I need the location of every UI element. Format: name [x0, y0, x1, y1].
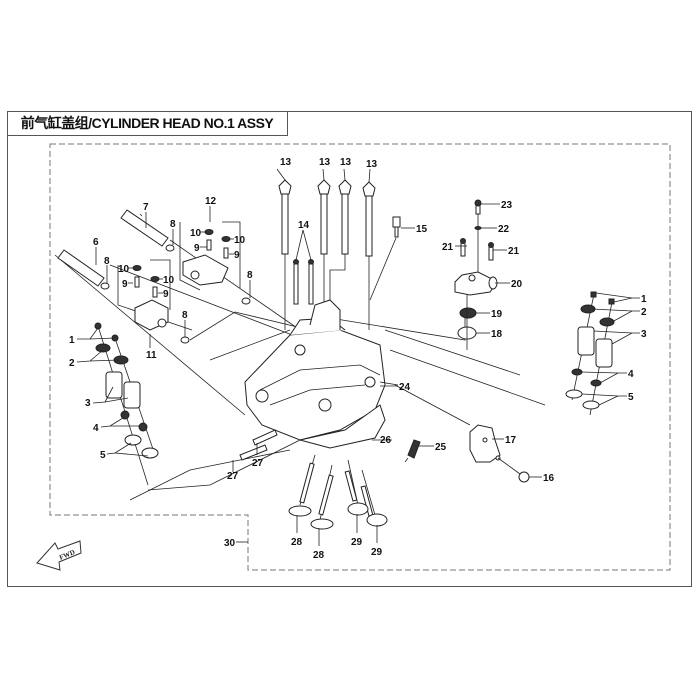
bolts-14	[293, 259, 314, 305]
callout-22: 22	[498, 224, 510, 235]
bracket-17	[469, 424, 501, 463]
callout-29: 29	[351, 537, 363, 548]
callout-30: 30	[224, 538, 236, 549]
callout-24: 24	[399, 382, 411, 393]
callout-9: 9	[194, 243, 200, 254]
callout-5-right: 5	[628, 392, 634, 403]
callout-1-left: 1	[69, 335, 75, 346]
bolts-21	[460, 238, 494, 261]
callout-25: 25	[435, 442, 447, 453]
bolt-16	[497, 457, 530, 483]
washer-8	[241, 297, 251, 305]
callout-8: 8	[182, 310, 188, 321]
callout-7: 7	[143, 202, 149, 213]
callout-21: 21	[442, 242, 454, 253]
rocker-arm-11	[134, 299, 169, 331]
diagram-title: 前气缸盖组/CYLINDER HEAD NO.1 ASSY	[7, 111, 288, 136]
callout-10: 10	[190, 228, 202, 239]
washer-8	[100, 282, 110, 290]
callout-10: 10	[163, 275, 175, 286]
callout-18: 18	[491, 329, 503, 340]
thermostat-housing-20	[454, 271, 498, 296]
head-bolts-13	[278, 179, 376, 330]
callout-2-left: 2	[69, 358, 75, 369]
callout-1-right: 1	[641, 294, 647, 305]
callout-2-right: 2	[641, 307, 647, 318]
callout-23: 23	[501, 200, 513, 211]
callout-4-left: 4	[93, 423, 99, 434]
callout-labels: 1 2 3 4 5 1 2 3 4 5 6 7 8 8 8 8 9 9 9 9 …	[69, 157, 647, 561]
o-ring-19	[459, 307, 477, 319]
head-gasket-26	[299, 404, 386, 449]
callout-16: 16	[543, 473, 555, 484]
callout-13: 13	[366, 159, 378, 170]
forward-arrow-icon: FWD	[36, 540, 82, 571]
leader-24	[379, 381, 399, 386]
callout-13: 13	[340, 157, 352, 168]
assembly-boundary	[49, 143, 671, 571]
rocker-shaft-6	[57, 249, 105, 287]
callout-9: 9	[234, 250, 240, 261]
washer-8	[165, 244, 175, 252]
callout-19: 19	[491, 309, 503, 320]
callout-12: 12	[205, 196, 217, 207]
dowel-pins-27	[239, 429, 278, 461]
callout-4-right: 4	[628, 369, 634, 380]
callout-28: 28	[291, 537, 303, 548]
callout-20: 20	[511, 279, 523, 290]
callout-27: 27	[252, 458, 264, 469]
cylinder-head-body	[244, 299, 386, 441]
rocker-shaft-7	[120, 209, 169, 247]
callout-28: 28	[313, 550, 325, 561]
bolt-23	[474, 199, 482, 272]
rocker-arm-12-bracket	[179, 221, 241, 291]
valve-train-right	[565, 291, 615, 416]
callout-17: 17	[505, 435, 517, 446]
callout-9: 9	[122, 279, 128, 290]
callout-8: 8	[104, 256, 110, 267]
rocker-arm-12	[182, 254, 229, 286]
callout-10: 10	[118, 264, 130, 275]
spark-plug-25	[404, 439, 421, 463]
valves-28-29	[288, 454, 388, 530]
callout-3-right: 3	[641, 329, 647, 340]
valve-train-left	[94, 322, 159, 486]
callout-27: 27	[227, 471, 239, 482]
callout-11: 11	[146, 350, 157, 361]
callout-8: 8	[247, 270, 253, 281]
callout-leaders	[76, 168, 640, 546]
callout-10: 10	[234, 235, 246, 246]
callout-21: 21	[508, 246, 520, 257]
callout-9: 9	[163, 289, 169, 300]
callout-13: 13	[319, 157, 331, 168]
callout-6: 6	[93, 237, 99, 248]
callout-14: 14	[298, 220, 310, 231]
callout-5-left: 5	[100, 450, 106, 461]
temperature-sensor-15	[369, 216, 401, 301]
callout-26: 26	[380, 435, 392, 446]
diagram-frame	[7, 111, 692, 587]
callout-13: 13	[280, 157, 292, 168]
washer-8	[180, 336, 190, 344]
callout-15: 15	[416, 224, 428, 235]
callout-3-left: 3	[85, 398, 91, 409]
callout-8: 8	[170, 219, 176, 230]
callout-29: 29	[371, 547, 383, 558]
